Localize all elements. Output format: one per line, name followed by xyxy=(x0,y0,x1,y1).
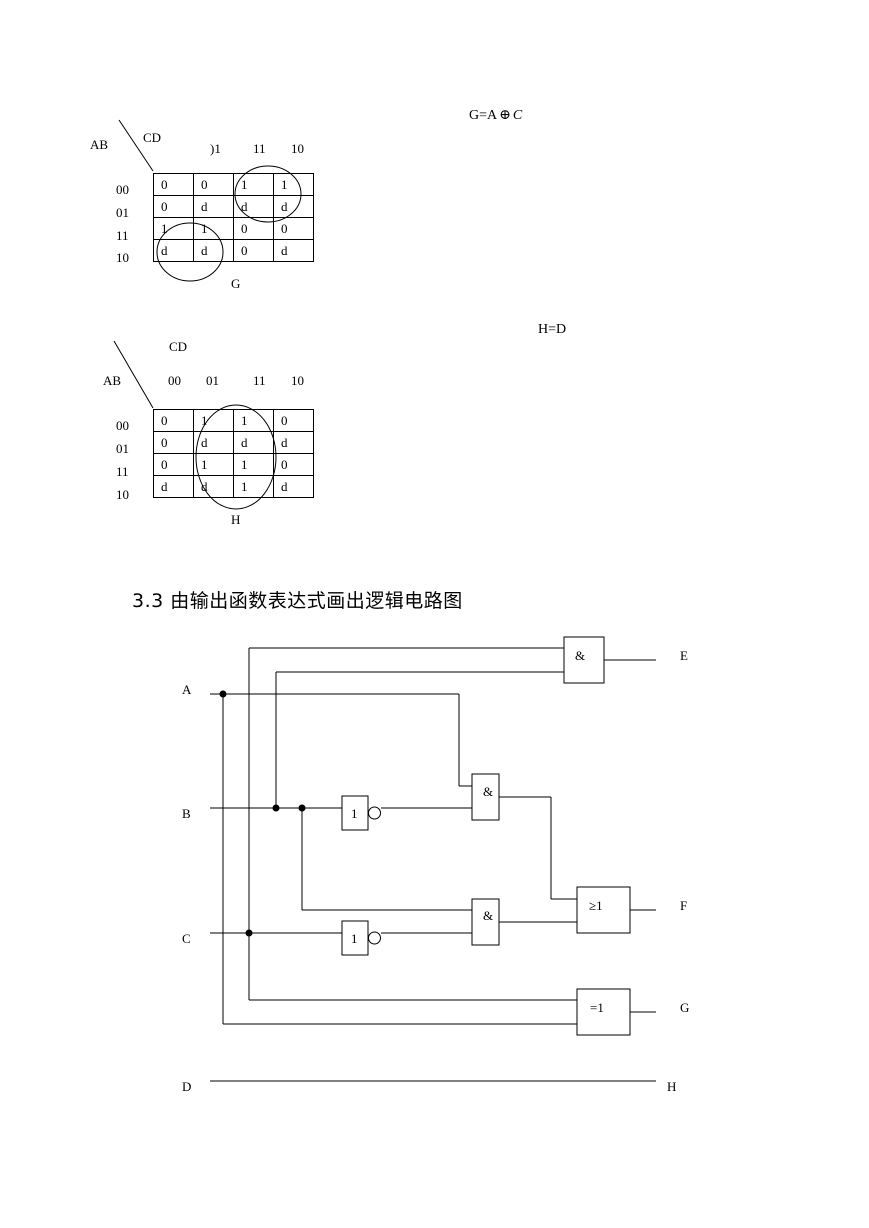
kmap-g-col-header: 10 xyxy=(291,141,304,156)
junction-dots xyxy=(219,690,306,937)
kmap-h-row-header: 00 xyxy=(116,418,129,433)
kmap-g-row-header: 01 xyxy=(116,205,129,220)
kmap-h-caption: H xyxy=(231,512,241,527)
equation-h: H=D xyxy=(538,322,567,337)
kmap-h-row-var: AB xyxy=(103,373,122,388)
and-gate-1 xyxy=(471,773,500,821)
equation-g-var: C xyxy=(512,108,523,123)
gate-symbol: 1 xyxy=(351,931,358,946)
kmap-g-groupings xyxy=(156,165,302,282)
kmap-h-groupings xyxy=(195,404,277,510)
gate-symbol: ≥1 xyxy=(589,898,603,913)
junction-dot xyxy=(219,690,227,698)
kmap-g-corner-diagonal xyxy=(118,119,154,172)
output-label-h: H xyxy=(667,1079,676,1094)
kmap-h-col-header: 01 xyxy=(206,373,219,388)
input-label-a: A xyxy=(182,682,192,697)
kmap-g-col-header: )1 xyxy=(210,141,221,156)
input-label-d: D xyxy=(182,1079,191,1094)
inversion-bubble xyxy=(368,806,381,820)
kmap-cell: d xyxy=(193,239,234,262)
xor-symbol: ⊕ xyxy=(499,108,511,123)
kmap-cell: 1 xyxy=(233,475,274,498)
kmap-g-row-header: 10 xyxy=(116,250,129,265)
gate-symbol: & xyxy=(575,648,585,663)
kmap-g-row-var: AB xyxy=(90,137,109,152)
gate-symbol: & xyxy=(483,908,493,923)
equation-g: G=A⊕C xyxy=(469,107,522,124)
kmap-h-col-header: 10 xyxy=(291,373,304,388)
input-label-b: B xyxy=(182,806,191,821)
or-gate-f xyxy=(576,886,631,934)
junction-dot xyxy=(272,804,280,812)
circuit-wires xyxy=(210,647,656,1082)
junction-dot xyxy=(245,929,253,937)
output-label-f: F xyxy=(680,898,687,913)
xor-gate-g xyxy=(576,988,631,1036)
kmap-h-row-header: 10 xyxy=(116,487,129,502)
kmap-h-corner-diagonal xyxy=(113,340,154,409)
equation-g-prefix: G=A xyxy=(469,108,498,123)
and-gate-2 xyxy=(471,898,500,946)
output-label-g: G xyxy=(680,1000,689,1015)
junction-dot xyxy=(298,804,306,812)
kmap-h-col-header: 00 xyxy=(168,373,181,388)
inversion-bubble xyxy=(368,931,381,945)
kmap-g-col-header: 11 xyxy=(253,141,266,156)
kmap-h-col-header: 11 xyxy=(253,373,266,388)
kmap-g-grid: 0 0 1 1 0 d d d 1 1 0 0 d d 0 d xyxy=(153,173,314,262)
kmap-g-row-header: 00 xyxy=(116,182,129,197)
section-heading: 3.3 由输出函数表达式画出逻辑电路图 xyxy=(132,590,463,612)
kmap-h-row-header: 01 xyxy=(116,441,129,456)
input-label-c: C xyxy=(182,931,191,946)
kmap-g-caption: G xyxy=(231,276,241,291)
kmap-cell: d xyxy=(153,239,194,262)
kmap-h-row-header: 11 xyxy=(116,464,129,479)
kmap-cell: d xyxy=(273,475,314,498)
kmap-h-grid: 0 1 1 0 0 d d d 0 1 1 0 d d 1 d xyxy=(153,409,314,498)
and-gate-e xyxy=(563,636,605,684)
gate-symbol: 1 xyxy=(351,806,358,821)
kmap-g-col-var: CD xyxy=(143,130,162,145)
kmap-h-col-var: CD xyxy=(169,339,188,354)
gate-symbol: & xyxy=(483,784,493,799)
kmap-cell: d xyxy=(273,239,314,262)
gate-symbol: =1 xyxy=(590,1000,604,1015)
output-label-e: E xyxy=(680,648,688,663)
kmap-cell: 0 xyxy=(273,409,314,432)
kmap-g-row-header: 11 xyxy=(116,228,129,243)
